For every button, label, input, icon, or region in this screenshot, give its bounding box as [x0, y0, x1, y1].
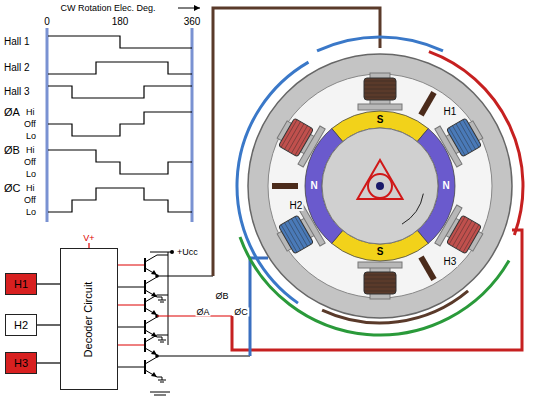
pin-label: ØA — [195, 308, 210, 317]
bldc-motor — [237, 37, 523, 335]
sensor-label: H3 — [443, 257, 458, 267]
node-text: Decoder Circuit — [84, 281, 95, 357]
signal-label: Lo — [26, 208, 36, 217]
signal-label: Hall 3 — [4, 87, 30, 97]
signal-label: Off — [24, 158, 36, 167]
hall-input-box: H1 — [5, 273, 37, 295]
pin-label: ØB — [214, 292, 229, 301]
sensor-label: H2 — [289, 201, 304, 211]
hall-waveform — [48, 86, 192, 98]
hall-waveform — [48, 36, 192, 48]
signal-label: Hi — [26, 146, 35, 155]
signal-label: Hall 1 — [4, 37, 30, 47]
pin-label: +Ucc — [176, 248, 199, 257]
phase-wires — [213, 8, 522, 356]
axis-label: 360 — [184, 17, 201, 27]
stator-tooth — [358, 73, 402, 110]
axis-label: CW Rotation Elec. Deg. — [60, 4, 155, 13]
signal-label: Hi — [26, 184, 35, 193]
hall-sensor — [418, 91, 436, 117]
hall-input-box: H3 — [5, 352, 37, 374]
signal-label: Off — [24, 120, 36, 129]
decoder-box: Decoder Circuit — [60, 248, 118, 390]
pin-label: V+ — [83, 234, 94, 243]
axis-label: 0 — [44, 17, 50, 27]
hall-input-box: H2 — [5, 314, 37, 336]
phase-waveform — [48, 112, 192, 136]
signal-label: Lo — [26, 132, 36, 141]
sensor-label: H1 — [443, 107, 458, 117]
node-text: H3 — [14, 358, 28, 369]
node-text: H2 — [14, 320, 28, 331]
signal-label: ØB — [4, 145, 20, 156]
phase-waveform — [48, 188, 192, 212]
pin-label: ØC — [233, 308, 249, 317]
signal-label: ØC — [4, 183, 21, 194]
hall-sensor — [418, 256, 436, 282]
signal-wire — [37, 283, 60, 284]
signal-label: Hi — [26, 108, 35, 117]
pole-label: N — [310, 181, 317, 191]
axis-label: 180 — [112, 17, 129, 27]
pole-label: S — [377, 247, 384, 257]
hall-waveform — [48, 62, 192, 74]
signal-label: ØA — [4, 107, 20, 118]
timing-diagram — [47, 5, 200, 222]
hall-sensor — [272, 183, 298, 189]
node-text: H1 — [14, 279, 28, 290]
pole-label: N — [442, 181, 449, 191]
signal-wire — [37, 324, 60, 325]
signal-label: Lo — [26, 170, 36, 179]
signal-label: Off — [24, 196, 36, 205]
stator-tooth — [358, 262, 402, 299]
signal-wire — [37, 362, 60, 363]
phase-waveform — [48, 150, 192, 174]
pole-label: S — [377, 115, 384, 125]
signal-label: Hall 2 — [4, 63, 30, 73]
